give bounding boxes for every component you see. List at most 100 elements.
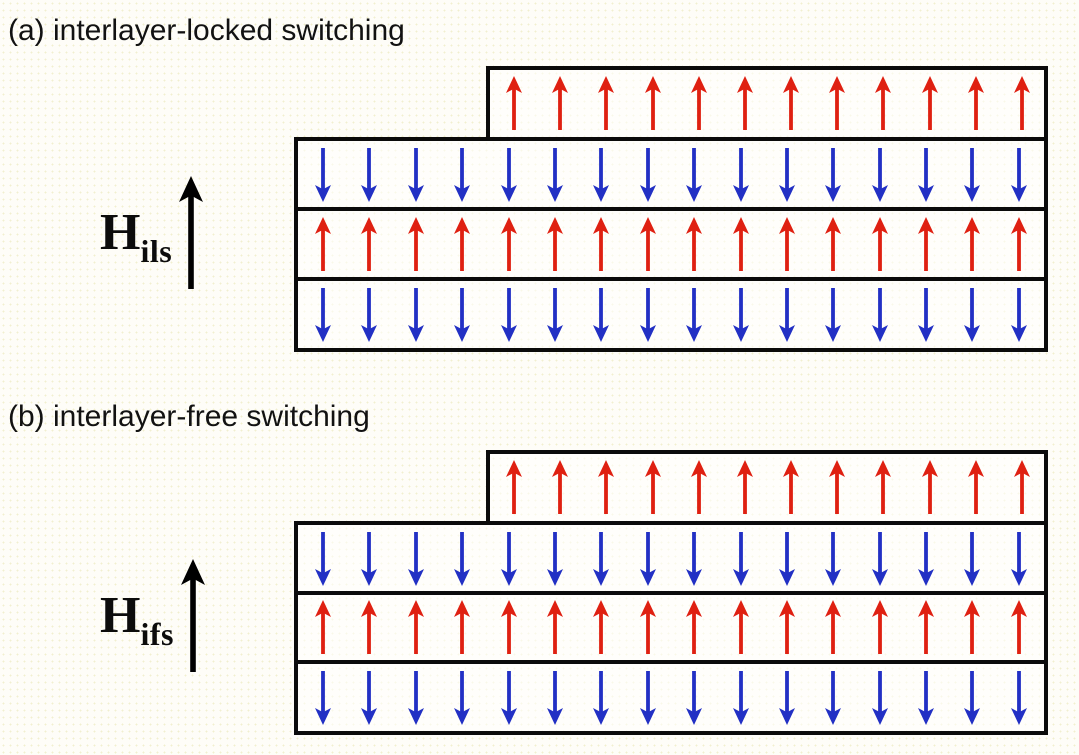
panel-a-title: (a) interlayer-locked switching xyxy=(8,14,405,47)
panel-a-field-label: Hils xyxy=(100,176,204,290)
spin-up-arrow-icon xyxy=(918,216,935,271)
field-h: H xyxy=(100,204,141,261)
spin-down-arrow-icon xyxy=(593,671,610,725)
spin-down-arrow-icon xyxy=(361,671,378,725)
spin-up-arrow-icon xyxy=(778,216,795,271)
spin-up-arrow-icon xyxy=(546,216,563,271)
spin-up-arrow-icon xyxy=(1010,216,1027,271)
spin-down-arrow-icon xyxy=(686,671,703,725)
spin-up-arrow-icon xyxy=(964,600,981,654)
spin-up-arrow-icon xyxy=(407,216,424,271)
field-subscript: ifs xyxy=(140,616,174,652)
spin-down-arrow-icon xyxy=(1010,288,1027,342)
field-subscript: ils xyxy=(140,233,173,269)
panel-b-field-label: Hifs xyxy=(100,559,206,673)
spin-down-arrow-icon xyxy=(546,671,563,725)
spin-up-arrow-icon xyxy=(552,76,569,130)
spin-up-arrow-icon xyxy=(598,76,615,130)
panel-a-layer-3 xyxy=(294,207,1048,281)
panel-b-title: (b) interlayer-free switching xyxy=(8,400,370,433)
spin-down-arrow-icon xyxy=(315,288,331,342)
spin-up-arrow-icon xyxy=(967,460,984,514)
spin-up-arrow-icon xyxy=(871,216,888,271)
spin-down-arrow-icon xyxy=(732,147,749,202)
spin-down-arrow-icon xyxy=(407,288,424,342)
spin-down-arrow-icon xyxy=(315,671,331,725)
spin-down-arrow-icon xyxy=(454,147,471,202)
spin-down-arrow-icon xyxy=(732,531,749,586)
spin-down-arrow-icon xyxy=(686,531,703,586)
spin-up-arrow-icon xyxy=(644,460,661,514)
spin-down-arrow-icon xyxy=(825,147,842,202)
panel-b-top-layer xyxy=(486,450,1048,525)
spin-down-arrow-icon xyxy=(778,147,795,202)
spin-up-arrow-icon xyxy=(736,76,753,130)
spin-up-arrow-icon xyxy=(686,600,703,654)
spin-down-arrow-icon xyxy=(778,671,795,725)
spin-down-arrow-icon xyxy=(546,531,563,586)
spin-down-arrow-icon xyxy=(964,288,981,342)
spin-down-arrow-icon xyxy=(732,671,749,725)
spin-down-arrow-icon xyxy=(686,147,703,202)
spin-up-arrow-icon xyxy=(783,460,800,514)
spin-up-arrow-icon xyxy=(598,460,615,514)
spin-up-arrow-icon xyxy=(315,216,331,271)
spin-up-arrow-icon xyxy=(500,600,517,654)
spin-up-arrow-icon xyxy=(918,600,935,654)
field-h: H xyxy=(100,587,141,644)
spin-down-arrow-icon xyxy=(454,671,471,725)
spin-up-arrow-icon xyxy=(875,76,892,130)
spin-up-arrow-icon xyxy=(546,600,563,654)
spin-down-arrow-icon xyxy=(500,147,517,202)
spin-down-arrow-icon xyxy=(918,671,935,725)
spin-down-arrow-icon xyxy=(732,288,749,342)
spin-down-arrow-icon xyxy=(918,531,935,586)
spin-up-arrow-icon xyxy=(690,460,707,514)
spin-down-arrow-icon xyxy=(639,288,656,342)
field-symbol-hifs: Hifs xyxy=(100,587,174,651)
panel-b-layer-3 xyxy=(294,591,1048,664)
spin-up-arrow-icon xyxy=(921,460,938,514)
spin-up-arrow-icon xyxy=(1013,460,1030,514)
spin-up-arrow-icon xyxy=(593,216,610,271)
spin-up-arrow-icon xyxy=(506,460,522,514)
spin-down-arrow-icon xyxy=(871,147,888,202)
spin-up-arrow-icon xyxy=(639,216,656,271)
spin-down-arrow-icon xyxy=(871,671,888,725)
spin-up-arrow-icon xyxy=(686,216,703,271)
panel-a-top-layer xyxy=(486,66,1048,141)
spin-down-arrow-icon xyxy=(361,531,378,586)
spin-up-arrow-icon xyxy=(361,216,378,271)
spin-down-arrow-icon xyxy=(315,147,331,202)
spin-up-arrow-icon xyxy=(783,76,800,130)
spin-up-arrow-icon xyxy=(690,76,707,130)
spin-up-arrow-icon xyxy=(315,600,331,654)
spin-down-arrow-icon xyxy=(546,288,563,342)
spin-down-arrow-icon xyxy=(1010,531,1027,586)
panel-b-layer-2 xyxy=(294,521,1048,595)
spin-up-arrow-icon xyxy=(454,600,471,654)
spin-up-arrow-icon xyxy=(921,76,938,130)
spin-down-arrow-icon xyxy=(454,288,471,342)
spin-down-arrow-icon xyxy=(593,288,610,342)
field-symbol-hils: Hils xyxy=(100,204,172,268)
spin-up-arrow-icon xyxy=(639,600,656,654)
spin-up-arrow-icon xyxy=(593,600,610,654)
spin-up-arrow-icon xyxy=(875,460,892,514)
spin-down-arrow-icon xyxy=(778,531,795,586)
spin-up-arrow-icon xyxy=(967,76,984,130)
spin-down-arrow-icon xyxy=(871,531,888,586)
spin-up-arrow-icon xyxy=(829,460,846,514)
spin-down-arrow-icon xyxy=(639,671,656,725)
spin-up-arrow-icon xyxy=(829,76,846,130)
spin-down-arrow-icon xyxy=(686,288,703,342)
spin-down-arrow-icon xyxy=(361,288,378,342)
spin-down-arrow-icon xyxy=(825,671,842,725)
spin-down-arrow-icon xyxy=(454,531,471,586)
field-up-arrow-icon xyxy=(180,559,205,672)
spin-up-arrow-icon xyxy=(871,600,888,654)
spin-down-arrow-icon xyxy=(361,147,378,202)
spin-down-arrow-icon xyxy=(315,531,331,586)
spin-up-arrow-icon xyxy=(1010,600,1027,654)
